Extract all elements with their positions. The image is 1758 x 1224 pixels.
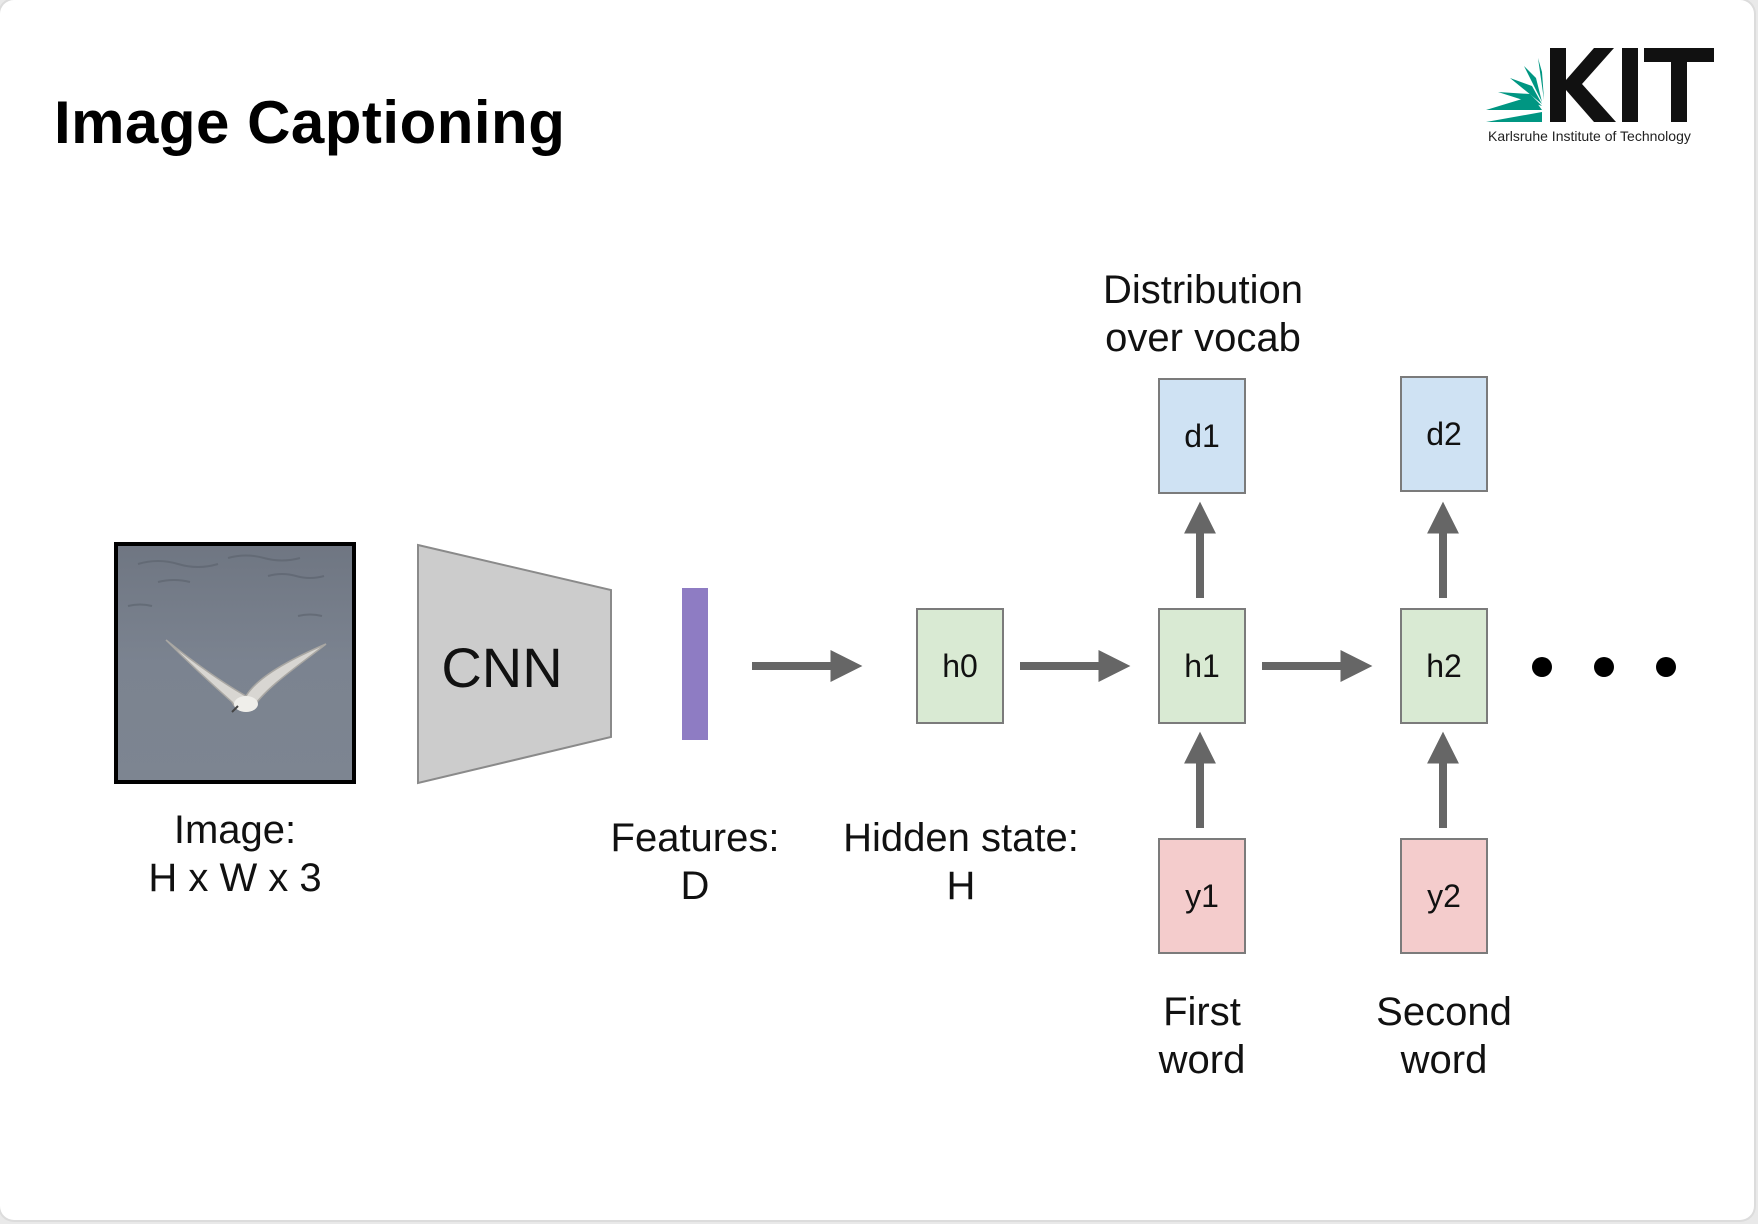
input-y1: y1 <box>1158 838 1246 954</box>
kit-logo-letters <box>1550 48 1714 122</box>
kit-logo-subtitle: Karlsruhe Institute of Technology <box>1488 128 1691 144</box>
features-label: Features: D <box>600 814 790 910</box>
cnn-label: CNN <box>441 636 563 699</box>
hidden-state-h0: h0 <box>916 608 1004 724</box>
input-image-bird <box>114 542 356 784</box>
second-word-line2: word <box>1400 1038 1488 1082</box>
bird-photo-drawing <box>118 546 352 780</box>
first-word-label: First word <box>1112 988 1292 1084</box>
distribution-label: Distribution over vocab <box>1090 266 1316 362</box>
kit-logo <box>1486 48 1714 122</box>
seagull <box>165 639 327 713</box>
hidden-state-h2: h2 <box>1400 608 1488 724</box>
features-label-line2: D <box>680 864 710 908</box>
slide-title: Image Captioning <box>54 89 566 156</box>
second-word-line1: Second <box>1376 990 1512 1034</box>
distribution-label-line1: Distribution <box>1102 268 1304 312</box>
distribution-label-line2: over vocab <box>1105 316 1301 360</box>
hidden-state-label: Hidden state: H <box>836 814 1086 910</box>
cnn-block <box>417 543 612 785</box>
output-d1: d1 <box>1158 378 1246 494</box>
hidden-state-h1: h1 <box>1158 608 1246 724</box>
feature-vector-bar <box>682 588 708 740</box>
ellipsis-dot-1 <box>1532 657 1552 677</box>
ellipsis-dot-2 <box>1594 657 1614 677</box>
hidden-label-line2: H <box>946 864 976 908</box>
features-label-line1: Features: <box>610 816 780 860</box>
output-d2: d2 <box>1400 376 1488 492</box>
first-word-line1: First <box>1163 990 1241 1034</box>
hidden-label-line1: Hidden state: <box>843 816 1079 860</box>
second-word-label: Second word <box>1354 988 1534 1084</box>
input-y2: y2 <box>1400 838 1488 954</box>
image-label-line2: H x W x 3 <box>148 856 322 900</box>
kit-logo-fan <box>1486 58 1544 122</box>
image-label-line1: Image: <box>173 808 297 852</box>
ellipsis-dot-3 <box>1656 657 1676 677</box>
image-label: Image: H x W x 3 <box>124 806 346 902</box>
first-word-line2: word <box>1158 1038 1246 1082</box>
